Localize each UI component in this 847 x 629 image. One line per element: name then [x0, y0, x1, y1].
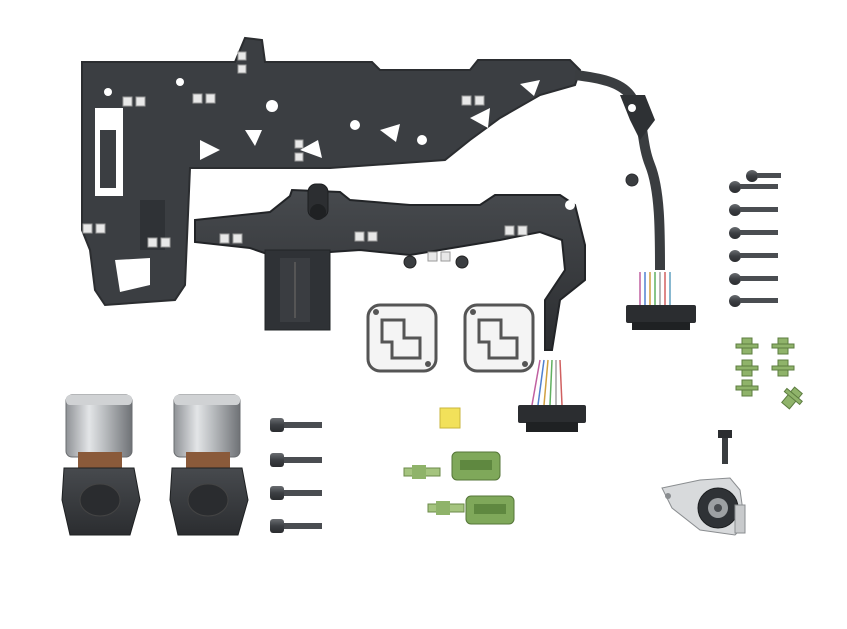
wiring-harness	[194, 183, 586, 432]
bolt	[729, 250, 778, 262]
green-clips	[735, 337, 803, 410]
screw	[270, 486, 322, 500]
solenoid-left	[61, 394, 141, 536]
bolt	[729, 204, 778, 216]
clip	[771, 359, 795, 377]
screw-set-left	[270, 418, 322, 533]
solenoid-right	[169, 394, 249, 536]
carrier-plate	[81, 36, 582, 307]
screw	[270, 418, 322, 432]
pressure-sensor	[661, 430, 746, 536]
bolt	[729, 295, 778, 307]
bolt	[746, 170, 781, 182]
green-plug-top	[451, 451, 501, 481]
bolt	[729, 181, 778, 193]
small-terminal-top	[403, 465, 441, 479]
screw	[270, 453, 322, 467]
gasket-left	[366, 303, 438, 373]
bolt-set-right	[729, 170, 781, 307]
clip	[735, 359, 759, 377]
green-plug-bottom	[465, 495, 515, 525]
gasket-right	[463, 303, 535, 373]
clip	[735, 337, 759, 355]
clip	[771, 337, 795, 355]
clip	[735, 379, 759, 397]
yellow-pad	[439, 407, 461, 429]
small-terminal-bottom	[427, 501, 465, 515]
clip	[781, 386, 803, 410]
plate-cable	[574, 70, 696, 330]
screw	[270, 519, 322, 533]
bolt	[729, 227, 778, 239]
bolt	[729, 273, 778, 285]
